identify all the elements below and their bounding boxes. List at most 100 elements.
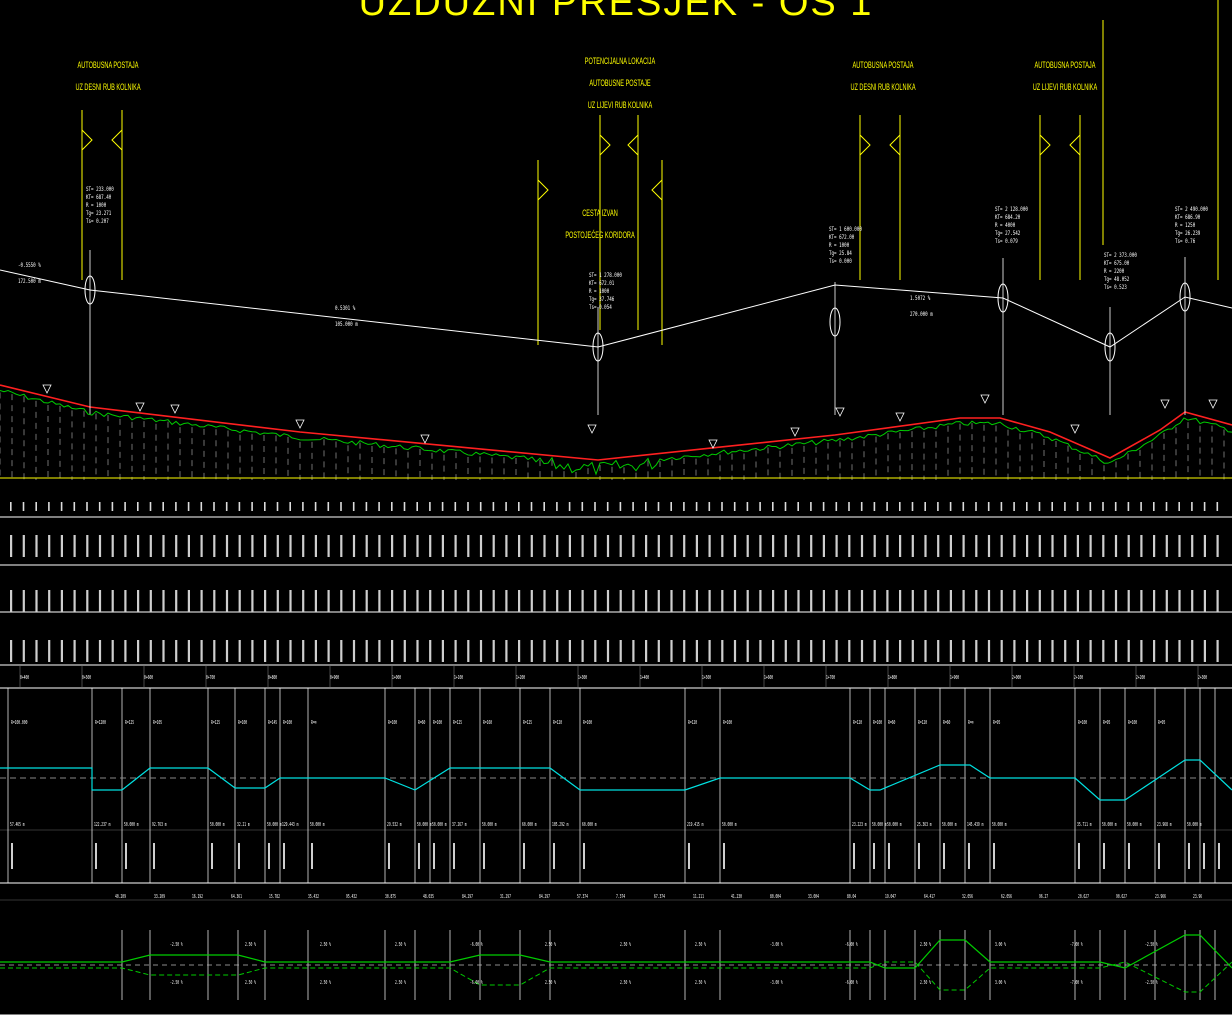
station-marker-triangle bbox=[295, 419, 305, 429]
station-marker-triangle bbox=[42, 384, 52, 394]
elevation-value-glyph bbox=[403, 535, 406, 557]
elevation-value-glyph bbox=[441, 590, 444, 612]
profile-number-glyph bbox=[479, 502, 482, 511]
elevation-value-glyph bbox=[251, 535, 254, 557]
curve-station-glyph bbox=[1218, 843, 1220, 869]
crossfall-label: -2.50 % bbox=[170, 980, 183, 986]
elevation-value-glyph bbox=[1089, 590, 1092, 612]
elevation-value-glyph bbox=[937, 590, 940, 612]
elevation-value-glyph bbox=[1000, 590, 1003, 612]
elevation-value-glyph bbox=[1000, 640, 1003, 662]
horizontal-length-label: 50.000 m bbox=[124, 822, 139, 828]
elevation-value-glyph bbox=[987, 590, 991, 612]
elevation-value-glyph bbox=[1000, 535, 1003, 557]
horizontal-radius-label: R=145 bbox=[268, 720, 278, 726]
profile-number-glyph bbox=[314, 502, 317, 511]
station-marker-triangle bbox=[1208, 399, 1218, 409]
elevation-value-glyph bbox=[264, 590, 267, 612]
elevation-value-glyph bbox=[1089, 640, 1092, 662]
elevation-value-glyph bbox=[302, 535, 305, 557]
elevation-value-glyph bbox=[365, 535, 368, 557]
section-distance-label: 64.417 bbox=[923, 894, 935, 900]
section-distance-label: 33.209 bbox=[153, 894, 165, 900]
station-marker-triangle bbox=[980, 394, 990, 404]
profile-number-glyph bbox=[835, 502, 838, 511]
crossfall-label: 2.50 % bbox=[620, 980, 631, 986]
elevation-value-glyph bbox=[22, 590, 25, 612]
bus-stop-frame-4-flag bbox=[1069, 134, 1081, 156]
profile-number-glyph bbox=[975, 502, 977, 511]
road-corridor-frame-flag bbox=[651, 179, 663, 201]
elevation-value-glyph bbox=[124, 640, 127, 662]
profile-number-glyph bbox=[543, 502, 545, 511]
elevation-value-glyph bbox=[949, 590, 952, 612]
elevation-value-glyph bbox=[416, 535, 419, 557]
station-marker-triangle bbox=[170, 404, 180, 414]
curve-station-glyph bbox=[1188, 843, 1190, 869]
profile-number-glyph bbox=[35, 502, 37, 511]
tangent-polygon bbox=[0, 269, 1232, 348]
profile-number-glyph bbox=[1191, 502, 1193, 511]
station-marker-triangle bbox=[790, 427, 800, 437]
elevation-value-glyph bbox=[848, 535, 851, 557]
elevation-value-glyph bbox=[137, 535, 140, 557]
horizontal-radius-label: R=100 bbox=[723, 720, 733, 726]
crossfall-label: -2.50 % bbox=[1145, 980, 1158, 986]
crossfall-label: 3.00 % bbox=[995, 980, 1006, 986]
elevation-value-glyph bbox=[213, 640, 216, 662]
curve-station-glyph bbox=[968, 843, 970, 869]
elevation-value-glyph bbox=[10, 535, 13, 557]
grade-layer bbox=[0, 250, 1232, 461]
horizontal-length-label: 122.237 m bbox=[94, 822, 111, 828]
horizontal-length-label: 50.000 m bbox=[887, 822, 902, 828]
elevation-value-glyph bbox=[886, 535, 889, 557]
elevation-value-glyph bbox=[429, 640, 432, 662]
curve-station-glyph bbox=[873, 843, 875, 869]
elevation-value-glyph bbox=[416, 640, 419, 662]
bus-stop-frame-3-flag bbox=[889, 134, 901, 156]
elevation-value-glyph bbox=[683, 535, 686, 557]
elevation-value-glyph bbox=[98, 640, 102, 662]
elevation-value-glyph bbox=[35, 590, 38, 612]
horizontal-length-label: 57.465 m bbox=[10, 822, 25, 828]
profile-number-glyph bbox=[721, 502, 723, 511]
section-distance-label: 48.035 bbox=[423, 894, 434, 900]
elevation-value-glyph bbox=[886, 590, 889, 612]
elevation-value-glyph bbox=[518, 640, 521, 662]
profile-number-glyph bbox=[162, 502, 164, 511]
elevation-value-glyph bbox=[1114, 590, 1118, 612]
section-distance-label: 90.627 bbox=[1116, 894, 1127, 900]
elevation-value-glyph bbox=[772, 640, 775, 662]
profile-number-glyph bbox=[1153, 502, 1155, 511]
horizontal-radius-label: R=∞ bbox=[311, 720, 317, 726]
elevation-value-glyph bbox=[200, 590, 203, 612]
elevation-value-glyph bbox=[530, 590, 533, 612]
elevation-value-glyph bbox=[391, 590, 394, 612]
elevation-value-glyph bbox=[657, 535, 660, 557]
elevation-value-glyph bbox=[264, 640, 267, 662]
section-distance-label: 20.627 bbox=[1077, 894, 1089, 900]
elevation-value-glyph bbox=[733, 590, 737, 612]
elevation-value-glyph bbox=[302, 590, 305, 612]
profile-number-glyph bbox=[670, 502, 672, 511]
elevation-value-glyph bbox=[175, 535, 178, 557]
elevation-value-glyph bbox=[35, 640, 38, 662]
profile-number-glyph bbox=[124, 502, 126, 511]
station-label: 1+400 bbox=[640, 675, 650, 681]
bus-stop-frame-4-flag bbox=[1039, 134, 1051, 156]
alignment-curve-diagram bbox=[0, 759, 1232, 801]
horizontal-length-label: 50.000 m bbox=[1187, 822, 1202, 828]
elevation-value-glyph bbox=[632, 535, 635, 557]
profile-number-glyph bbox=[467, 502, 469, 511]
elevation-value-glyph bbox=[124, 535, 127, 557]
elevation-value-glyph bbox=[479, 640, 483, 662]
station-label: 0+600 bbox=[144, 675, 154, 681]
profile-number-glyph bbox=[962, 502, 965, 511]
profile-number-glyph bbox=[340, 502, 342, 511]
horizontal-radius-label: R=125 bbox=[125, 720, 135, 726]
elevation-value-glyph bbox=[1013, 590, 1016, 612]
profile-number-glyph bbox=[238, 502, 241, 511]
elevation-value-glyph bbox=[1127, 535, 1130, 557]
